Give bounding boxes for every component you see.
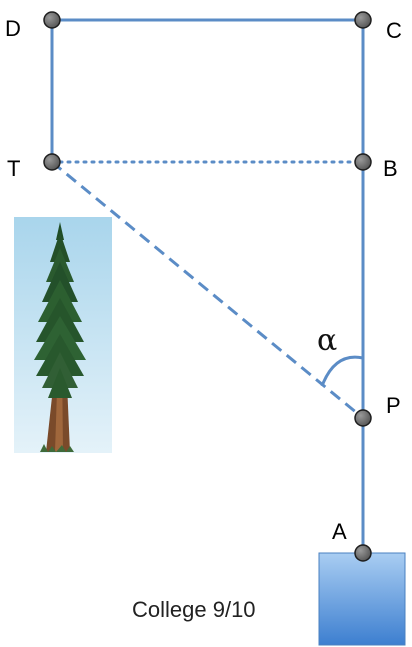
label-D: D (5, 16, 21, 41)
point-T (43, 153, 61, 171)
angle-label: α (317, 323, 337, 358)
angle-arc (320, 355, 364, 387)
caption: College 9/10 (132, 597, 256, 622)
point-D (43, 11, 61, 29)
label-P: P (386, 393, 401, 418)
label-A: A (332, 519, 347, 544)
label-T: T (7, 156, 20, 181)
point-P (354, 409, 372, 427)
point-B (354, 153, 372, 171)
label-B: B (383, 156, 398, 181)
point-C (354, 11, 372, 29)
label-C: C (386, 18, 402, 43)
building-icon (318, 552, 406, 646)
point-A (354, 544, 372, 562)
edge-TP-dashed (51, 160, 364, 420)
redwood-tree-icon (14, 217, 112, 453)
